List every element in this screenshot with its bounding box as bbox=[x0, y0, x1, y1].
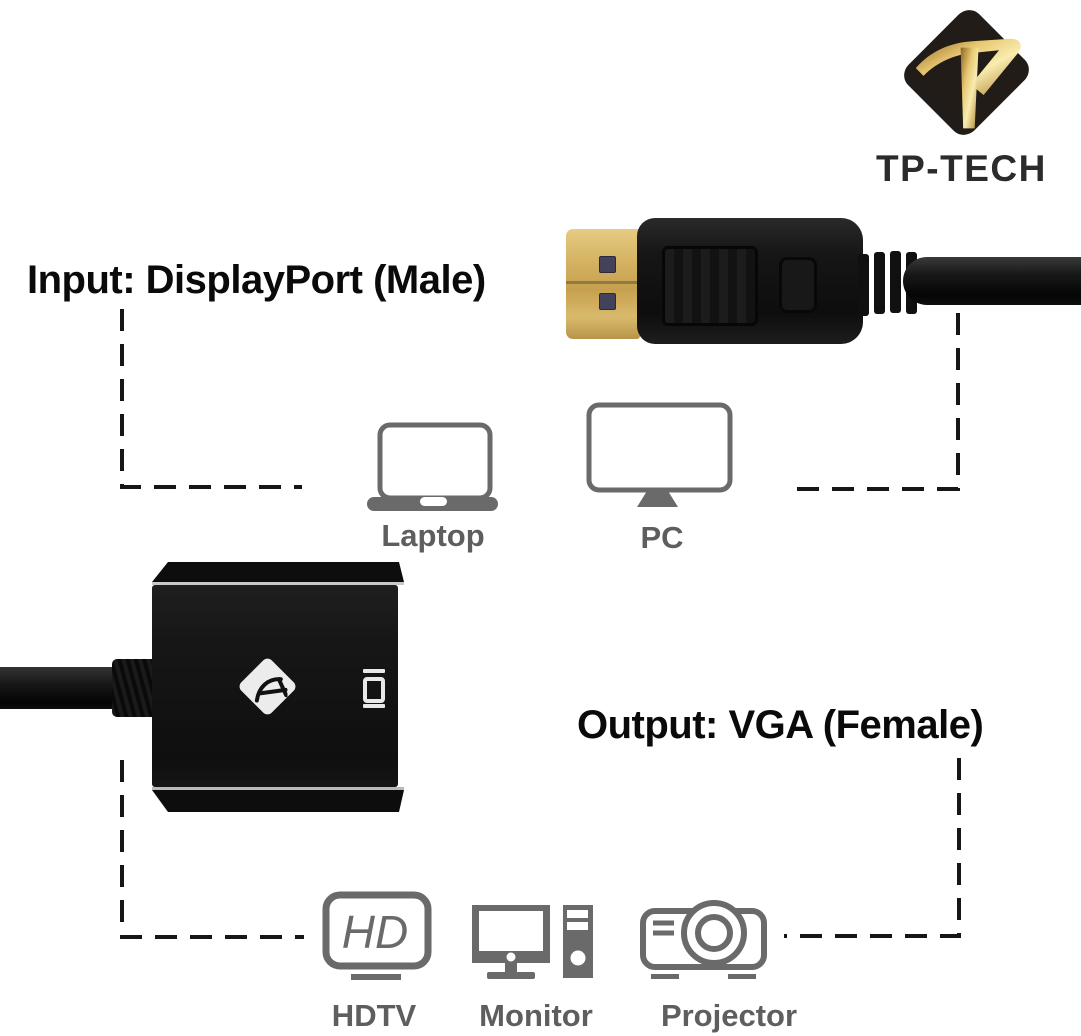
callout-line-adapter-to-hdtv bbox=[120, 760, 304, 939]
dp-pin-hole bbox=[599, 293, 616, 310]
monitor-label: Monitor bbox=[479, 998, 593, 1033]
pc-label: PC bbox=[640, 520, 684, 555]
laptop-label: Laptop bbox=[381, 518, 485, 553]
projector-icon bbox=[640, 900, 767, 979]
brand-tp-monogram-icon bbox=[915, 38, 1021, 129]
input-label: Input: DisplayPort (Male) bbox=[27, 258, 486, 302]
adapter-brand-mark bbox=[254, 676, 288, 702]
adapter-cable bbox=[0, 667, 122, 709]
callout-line-cable-to-pc bbox=[784, 313, 960, 491]
hdtv-label: HDTV bbox=[331, 998, 417, 1033]
dp-gold-seam bbox=[566, 281, 640, 284]
adapter-brand-diamond-icon bbox=[237, 656, 298, 717]
desktop-computer-icon bbox=[472, 905, 593, 979]
dp-strain-rib bbox=[874, 252, 885, 314]
dp-pin-hole bbox=[599, 256, 616, 273]
dp-cable bbox=[903, 257, 1081, 305]
adapter-display-symbol-icon bbox=[363, 677, 385, 703]
dp-gold-tip bbox=[566, 229, 640, 339]
dp-strain-rib bbox=[890, 251, 901, 313]
adapter-display-symbol-icon bbox=[363, 704, 385, 708]
adapter-vga-flange-top bbox=[152, 562, 404, 582]
hdtv-icon: HD bbox=[322, 891, 432, 980]
projector-label: Projector bbox=[660, 998, 798, 1033]
laptop-icon bbox=[367, 422, 498, 511]
brand-name: TP-TECH bbox=[876, 148, 1047, 189]
dp-strain-rib bbox=[858, 254, 869, 316]
dp-grip-texture bbox=[662, 246, 758, 326]
adapter-edge-highlight bbox=[152, 787, 404, 790]
callout-line-output-to-projector bbox=[784, 758, 961, 938]
adapter-strain-boot bbox=[112, 659, 158, 717]
pc-monitor-icon bbox=[586, 402, 733, 507]
adapter-vga-flange-bottom bbox=[152, 790, 404, 812]
output-label: Output: VGA (Female) bbox=[577, 703, 984, 747]
hd-badge-text: HD bbox=[342, 906, 408, 958]
adapter-display-symbol-icon bbox=[363, 669, 385, 673]
dp-release-button bbox=[779, 257, 817, 313]
callout-line-input-to-laptop bbox=[120, 309, 302, 489]
adapter-edge-highlight bbox=[152, 582, 404, 585]
